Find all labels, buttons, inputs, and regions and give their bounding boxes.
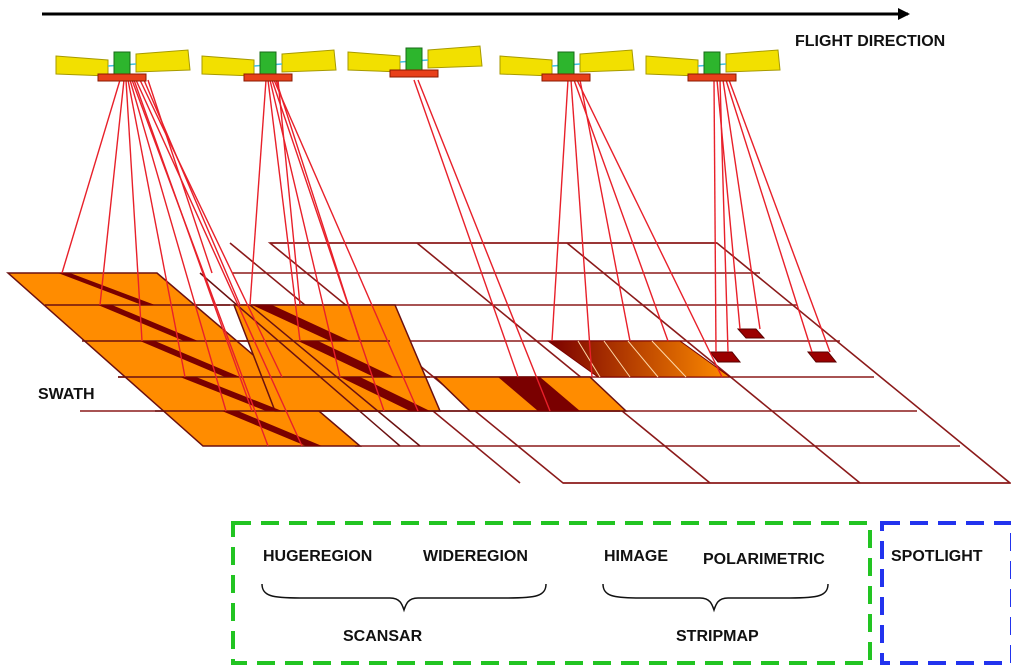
dark-strip-1 (58, 273, 155, 305)
scansar-stripmap-box (231, 521, 872, 665)
stripmap-strip-dividers (577, 340, 687, 378)
hugeregion-label: HUGEREGION (263, 548, 373, 565)
satellite-2 (201, 49, 337, 82)
stripmap-label: STRIPMAP (676, 628, 759, 645)
dark-strip-8 (340, 377, 430, 411)
satellite-5 (645, 49, 781, 82)
dark-strips (58, 273, 580, 446)
spotlight-patch-2 (708, 351, 742, 363)
spotlight-label: SPOTLIGHT (891, 548, 983, 565)
polarimetric-label: POLARIMETRIC (703, 551, 825, 568)
dark-strip-4 (180, 377, 282, 411)
dark-strip-5 (222, 411, 322, 446)
dark-strip-9 (498, 377, 580, 411)
dark-strip-3 (140, 341, 240, 377)
satellite-4 (499, 49, 635, 82)
swath-label: SWATH (38, 386, 95, 403)
scansar-brace (261, 583, 547, 613)
stripmap-brace (602, 583, 829, 613)
spotlight-patch-1 (736, 328, 766, 339)
spotlight-box (880, 521, 1011, 665)
spotlight-patch-3 (806, 351, 838, 363)
stripmap-strip (546, 340, 732, 378)
wideregion-label: WIDEREGION (423, 548, 528, 565)
flight-direction-label: FLIGHT DIRECTION (795, 33, 946, 50)
dark-strip-2 (98, 305, 198, 341)
spotlight-patches (708, 328, 838, 363)
satellites (55, 45, 781, 82)
radar-beams (61, 79, 831, 447)
satellite-1 (55, 49, 191, 82)
scansar-label: SCANSAR (343, 628, 423, 645)
himage-label: HIMAGE (604, 548, 668, 565)
satellite-3 (347, 45, 483, 78)
dark-strip-6 (252, 305, 350, 341)
